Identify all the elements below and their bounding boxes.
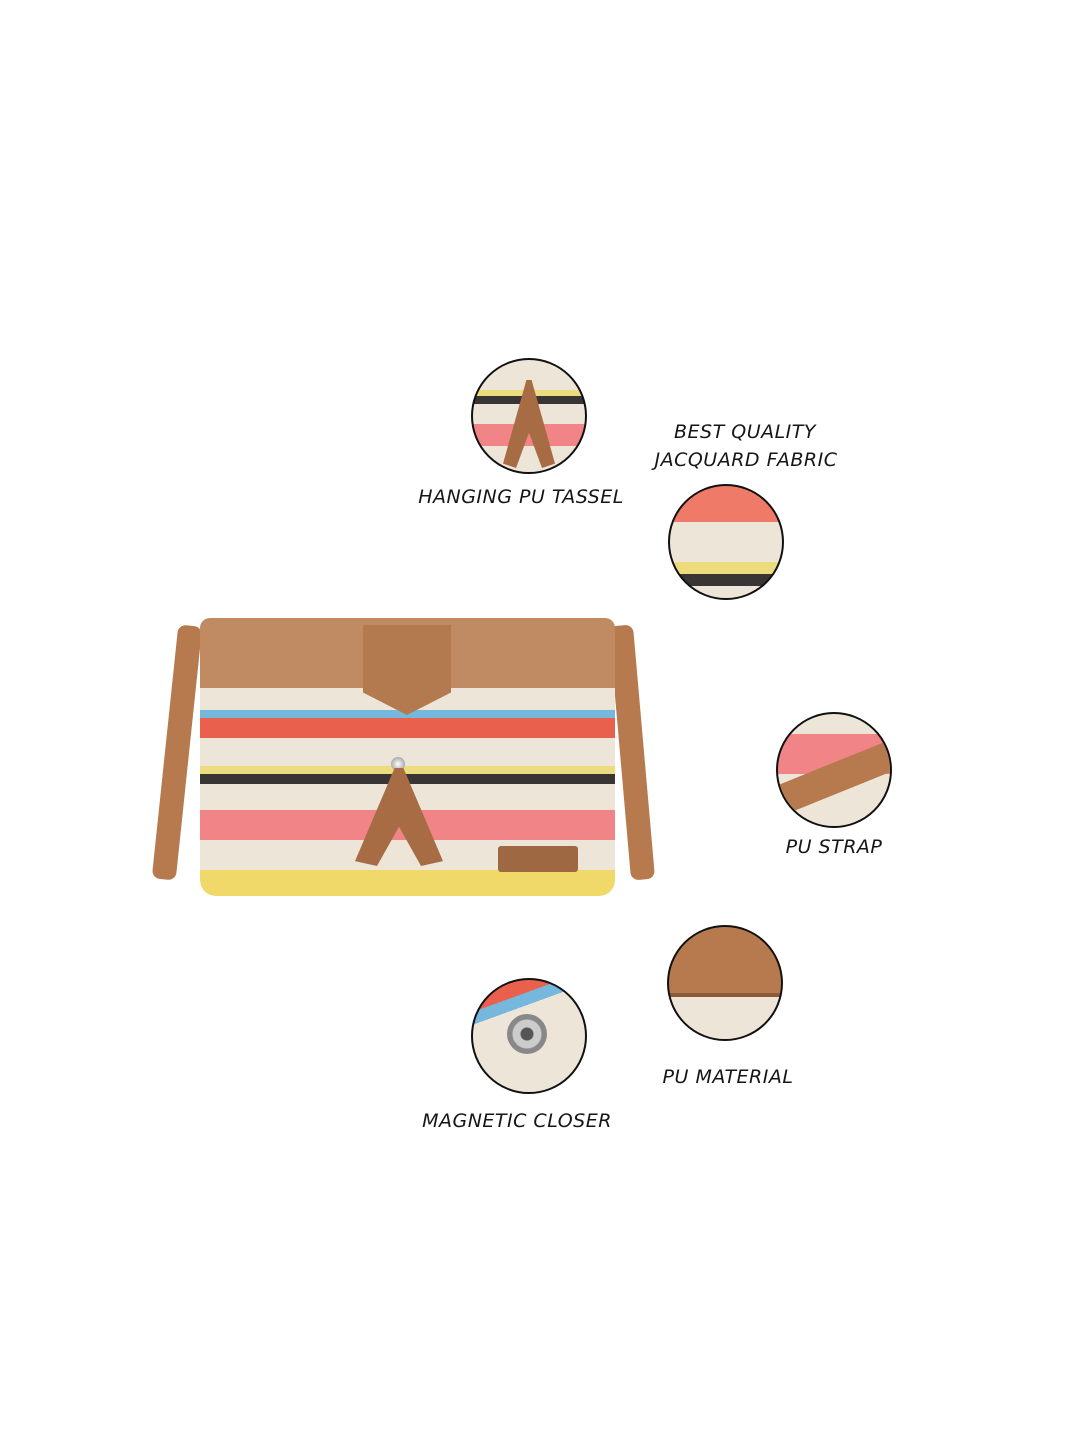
- brand-patch: [498, 846, 578, 872]
- magnetic-button-icon: [507, 1014, 547, 1054]
- label-magnetic-closer: MAGNETIC CLOSER: [422, 1110, 612, 1132]
- bag-strap-left: [151, 624, 203, 881]
- label-pu-strap: PU STRAP: [785, 836, 883, 858]
- label-best-quality: BEST QUALITY: [673, 421, 817, 443]
- material-detail-circle: [667, 925, 783, 1041]
- tassel-zoom-icon: [503, 380, 555, 468]
- fabric-detail-circle: [668, 484, 784, 600]
- bag-strap-right: [608, 624, 656, 881]
- label-pu-material: PU MATERIAL: [662, 1066, 794, 1088]
- strap-detail-circle: [776, 712, 892, 828]
- strap-zoom: [778, 736, 890, 818]
- closure-detail-circle: [471, 978, 587, 1094]
- tassel-bead: [391, 757, 405, 771]
- label-hanging-pu-tassel: HANGING PU TASSEL: [418, 486, 624, 508]
- tassel-detail-circle: [471, 358, 587, 474]
- label-jacquard-fabric: JACQUARD FABRIC: [654, 449, 838, 471]
